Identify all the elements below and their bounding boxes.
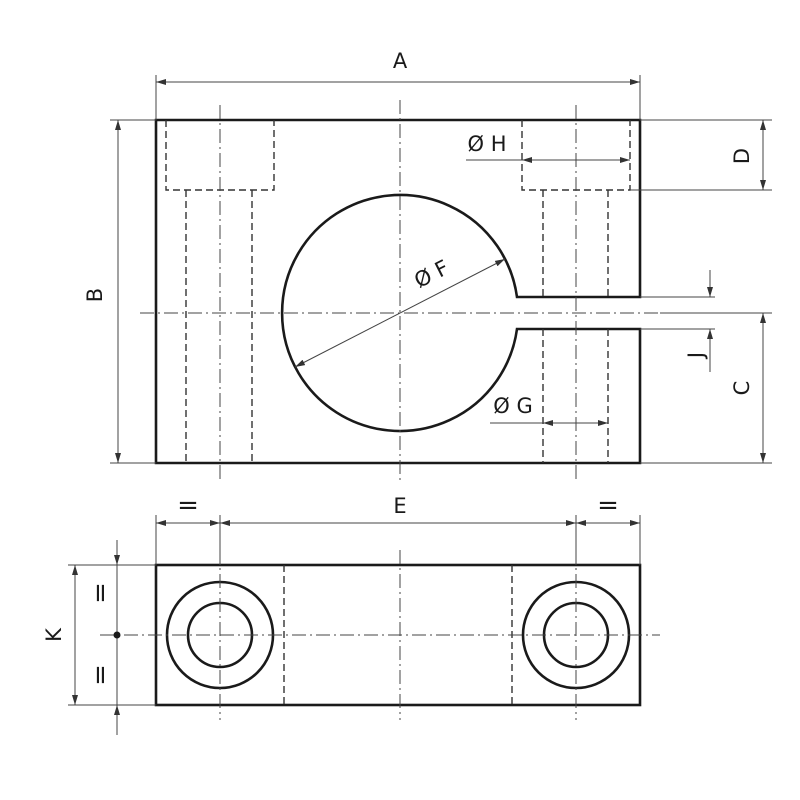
dimension-d-label: D <box>730 148 754 164</box>
centerlines-bottom <box>100 550 660 720</box>
bottom-view: E = = K = = <box>42 491 660 735</box>
dimension-k-label: K <box>42 627 66 642</box>
equal-label-k-top: = <box>86 582 116 604</box>
dimension-b-label: B <box>83 288 107 302</box>
midpoint-dot <box>113 631 121 639</box>
top-view: A B D C J Ø H Ø G Ø F <box>83 49 772 480</box>
dimension-h-label: Ø H <box>468 132 507 156</box>
dimension-g-label: Ø G <box>493 394 532 418</box>
equal-label-left: = <box>177 491 199 521</box>
centerlines-top <box>140 100 660 480</box>
dimension-c-label: C <box>730 381 754 396</box>
top-view-outline <box>154 118 642 465</box>
dimension-e-label: E <box>393 494 406 518</box>
dimension-f-line <box>294 258 506 368</box>
dimension-j-label: J <box>684 352 708 360</box>
dimension-f-label: Ø F <box>410 255 452 292</box>
counterbore-hidden-lines <box>165 120 631 463</box>
equal-label-k-bottom: = <box>86 664 116 686</box>
equal-label-right: = <box>597 491 619 521</box>
dimension-a-label: A <box>393 49 408 73</box>
